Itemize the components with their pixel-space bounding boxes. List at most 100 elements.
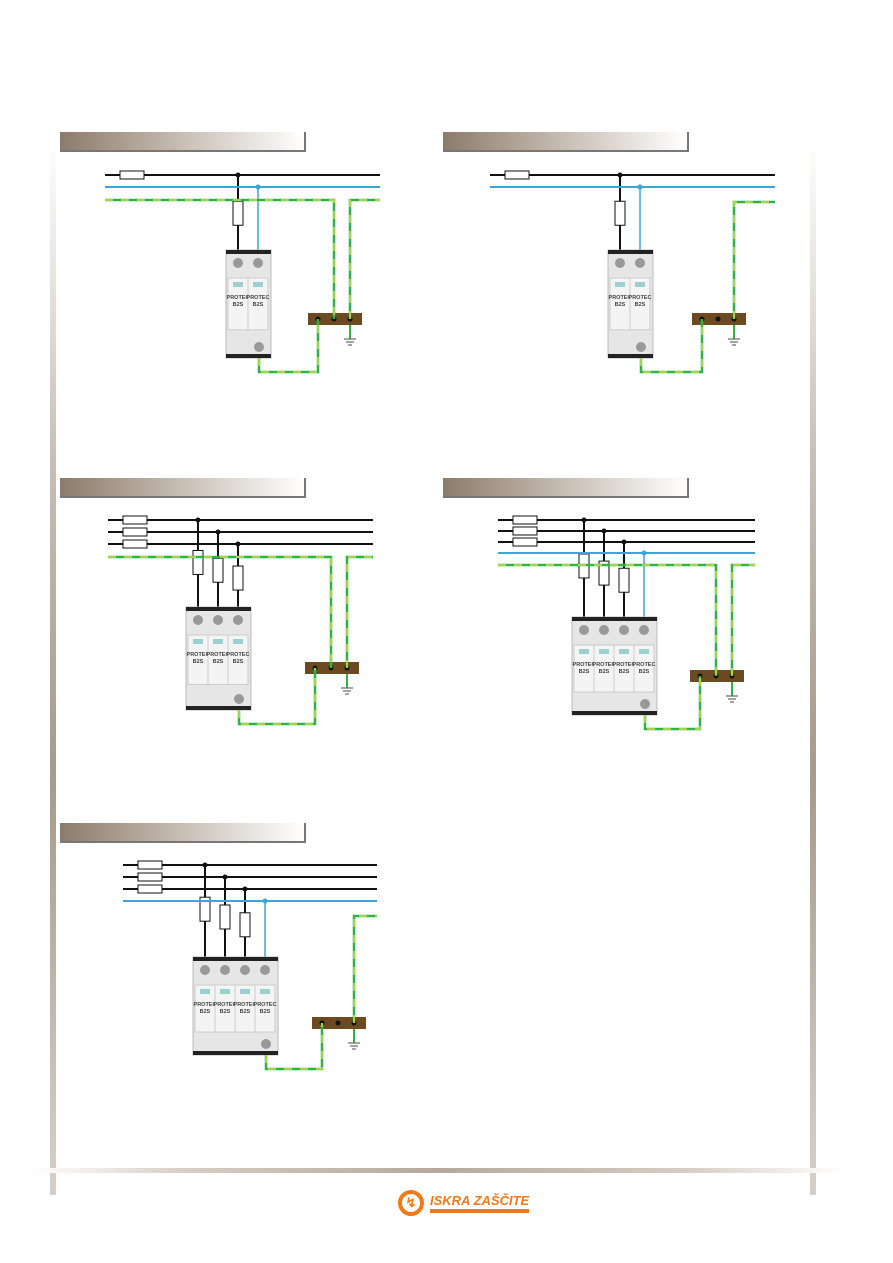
status-window <box>579 649 589 654</box>
junction-dot <box>242 886 248 892</box>
diagram-4-header <box>443 478 689 498</box>
line-fuse <box>122 515 148 525</box>
diagram-2-header <box>443 132 689 152</box>
terminal-screw-icon <box>639 625 649 635</box>
junction-dot <box>215 529 221 535</box>
pe-earth-conductor-stripe <box>353 915 377 1023</box>
module-label: PROTEC <box>247 295 270 301</box>
pe-earth-conductor <box>345 555 373 668</box>
spd-module <box>227 634 249 685</box>
pe-terminal-screw-icon <box>261 1039 271 1049</box>
junction-dot <box>195 517 201 523</box>
lightning-logo-icon: ↯ <box>398 1190 424 1216</box>
status-window <box>619 649 629 654</box>
pe-conductor-stripe <box>105 199 335 319</box>
terminal-screw-icon <box>615 258 625 268</box>
junction-dot <box>222 874 228 880</box>
module-label: PROTEC <box>633 662 656 668</box>
device-bottom-rail <box>572 711 657 715</box>
module-label: PROTEC <box>187 652 210 658</box>
module-label: B2S <box>253 302 264 308</box>
device-bottom-rail <box>226 354 271 358</box>
module-label: B2S <box>599 669 610 675</box>
device-top-rail <box>572 617 657 621</box>
module-label: PROTEC <box>613 662 636 668</box>
device-bottom-rail <box>608 354 653 358</box>
status-window <box>260 989 270 994</box>
backup-fuse <box>232 200 244 226</box>
pe-device-wire-stripe <box>258 319 319 373</box>
terminal-screw-icon <box>599 625 609 635</box>
junction-dot <box>601 528 607 534</box>
device-top-rail <box>186 607 251 611</box>
diagram-5-header <box>60 823 306 843</box>
right-border-bar <box>810 140 816 1195</box>
status-window <box>635 282 645 287</box>
junction-dot <box>621 539 627 545</box>
status-window <box>639 649 649 654</box>
status-window <box>213 639 223 644</box>
spd-module <box>254 984 276 1033</box>
module-label: B2S <box>233 659 244 665</box>
status-window <box>233 639 243 644</box>
module-label: B2S <box>200 1009 211 1015</box>
status-window <box>233 282 243 287</box>
module-label: PROTEC <box>573 662 596 668</box>
pe-terminal-screw-icon <box>636 342 646 352</box>
pe-earth-conductor-stripe <box>346 556 373 668</box>
junction-dot <box>255 184 261 190</box>
module-label: PROTEC <box>234 1002 257 1008</box>
backup-fuse <box>598 560 610 586</box>
pe-earth-conductor-stripe <box>731 564 755 676</box>
terminal-screw-icon <box>253 258 263 268</box>
module-label: B2S <box>240 1009 251 1015</box>
backup-fuse <box>239 912 251 938</box>
backup-fuse <box>614 200 626 226</box>
spd-module <box>247 277 269 331</box>
module-label: B2S <box>193 659 204 665</box>
bar-terminal <box>715 316 721 322</box>
pe-terminal-screw-icon <box>234 694 244 704</box>
terminal-screw-icon <box>193 615 203 625</box>
module-label: PROTEC <box>593 662 616 668</box>
pe-device-wire-stripe <box>640 319 703 373</box>
brand-logo: ↯ ISKRA ZAŠČITE <box>398 1190 530 1216</box>
module-label: PROTEC <box>207 652 230 658</box>
pe-device-wire-stripe <box>644 676 701 730</box>
backup-fuse <box>219 904 231 930</box>
line-fuse <box>122 527 148 537</box>
terminal-screw-icon <box>220 965 230 975</box>
junction-dot <box>235 172 241 178</box>
pe-earth-conductor-stripe <box>349 199 380 319</box>
status-window <box>253 282 263 287</box>
status-window <box>615 282 625 287</box>
module-label: PROTEC <box>227 295 250 301</box>
left-border-bar <box>50 140 56 1195</box>
module-label: B2S <box>635 302 646 308</box>
terminal-screw-icon <box>233 615 243 625</box>
terminal-screw-icon <box>213 615 223 625</box>
line-fuse <box>504 170 530 180</box>
module-label: PROTEC <box>227 652 250 658</box>
diagram-3-header <box>60 478 306 498</box>
junction-dot <box>202 862 208 868</box>
module-label: B2S <box>639 669 650 675</box>
pe-conductor-stripe <box>498 564 717 676</box>
terminal-screw-icon <box>200 965 210 975</box>
module-label: B2S <box>579 669 590 675</box>
pe-device-wire-stripe <box>265 1023 323 1070</box>
pe-earth-conductor <box>730 563 755 676</box>
module-label: PROTEC <box>609 295 632 301</box>
pe-earth-conductor <box>352 914 377 1023</box>
device-top-rail <box>193 957 278 961</box>
module-label: PROTEC <box>194 1002 217 1008</box>
status-window <box>599 649 609 654</box>
backup-fuse <box>232 565 244 591</box>
pe-terminal-screw-icon <box>640 699 650 709</box>
pe-terminal-screw-icon <box>254 342 264 352</box>
pe-conductor <box>105 198 336 319</box>
module-label: B2S <box>233 302 244 308</box>
junction-dot <box>617 172 623 178</box>
